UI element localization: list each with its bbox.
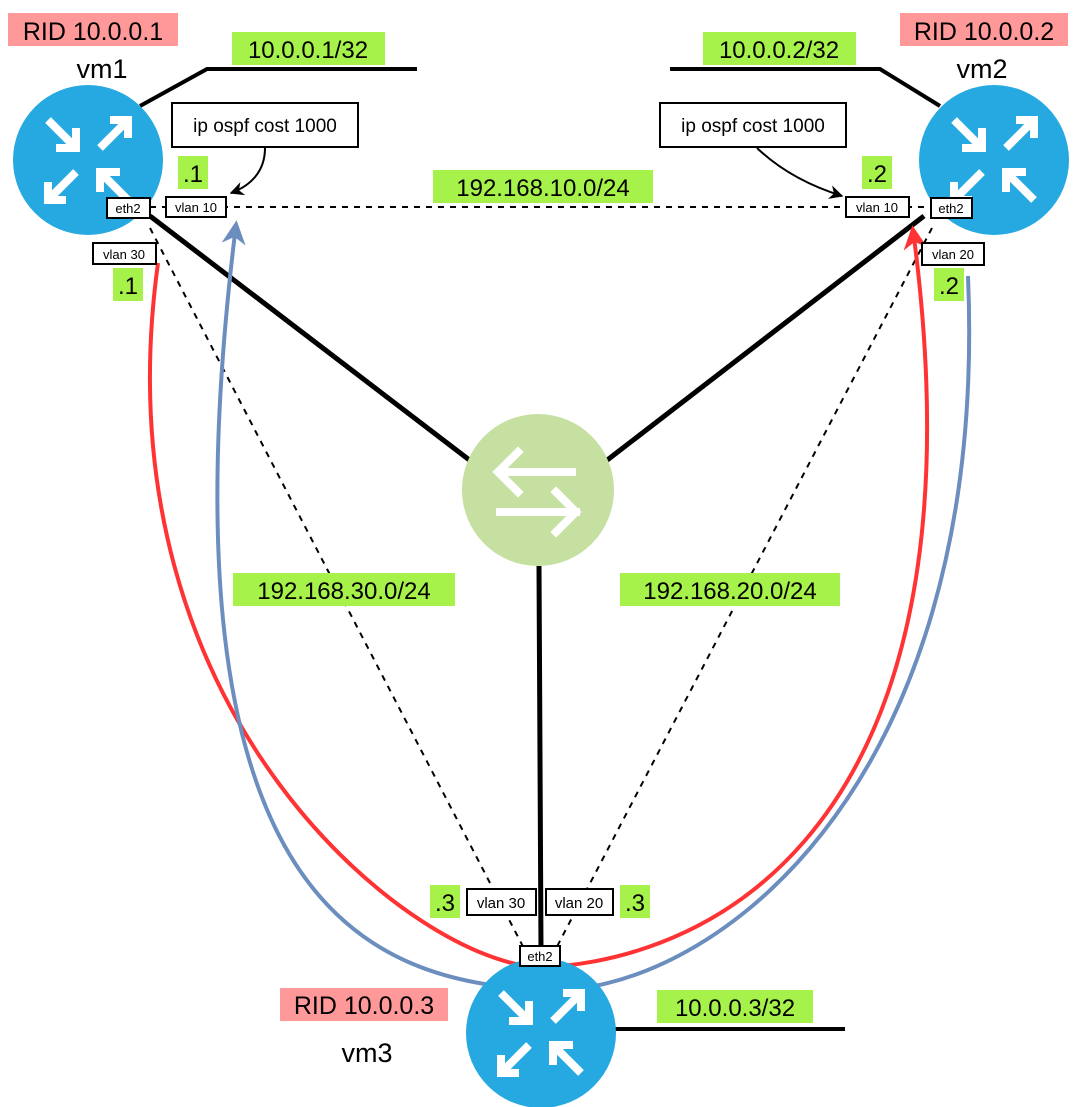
vm2-eth-port: eth2 [938,201,963,216]
vm3-switch-link [536,565,544,951]
vm2-loopback-line [670,67,942,108]
subnet-vlan20-label: 192.168.20.0/24 [643,578,817,605]
vm1-name: vm1 [76,54,127,84]
vm1-cost-arrow [229,147,266,196]
vm2-loopback-label: 10.0.0.2/32 [719,37,839,64]
vm1-vlan10-port: vlan 10 [175,200,217,215]
vm2-vlan10-host: .2 [867,161,887,188]
vm1-vlan10-host: .1 [183,161,203,188]
vm3-vlan30-host: .3 [435,890,455,917]
vm1-switch-link [148,214,474,464]
vm1-eth-port: eth2 [115,201,140,216]
vm1-rid-label: RID 10.0.0.1 [23,18,163,46]
vm2-vlan20-port: vlan 20 [932,247,974,262]
vm1-cost-annotation: ip ospf cost 1000 [193,116,337,137]
vm3-vlan20-port: vlan 20 [555,895,603,912]
vm1-loopback-label: 10.0.0.1/32 [248,37,368,64]
switch [462,414,614,566]
subnet-vlan30-label: 192.168.30.0/24 [257,578,431,605]
vm2-vlan20-host: .2 [939,273,959,300]
vm2-rid-label: RID 10.0.0.2 [914,18,1054,46]
vm3-rid-label: RID 10.0.0.3 [294,992,434,1020]
vm3-eth-port: eth2 [527,949,552,964]
blue-path [215,220,972,993]
vm1-vlan30-port: vlan 30 [103,247,145,262]
vm2-name: vm2 [956,54,1007,84]
subnet-vlan10-label: 192.168.10.0/24 [456,175,630,202]
vm1-loopback-line [139,67,417,108]
vm3-vlan30-port: vlan 30 [477,895,525,912]
vm2-switch-link [604,214,926,463]
router-vm3[interactable] [466,958,616,1107]
vm2-cost-annotation: ip ospf cost 1000 [681,116,825,137]
router-icon [950,116,1038,204]
router-icon [497,989,585,1077]
vm2-cost-arrow [756,147,844,199]
switch-icon [492,446,582,538]
vm3-vlan20-host: .3 [625,890,645,917]
router-icon [44,116,132,204]
vm3-loopback-label: 10.0.0.3/32 [675,995,795,1022]
vm3-name: vm3 [341,1038,392,1068]
vm2-vlan10-port: vlan 10 [856,200,898,215]
vm1-vlan30-host: .1 [118,273,138,300]
